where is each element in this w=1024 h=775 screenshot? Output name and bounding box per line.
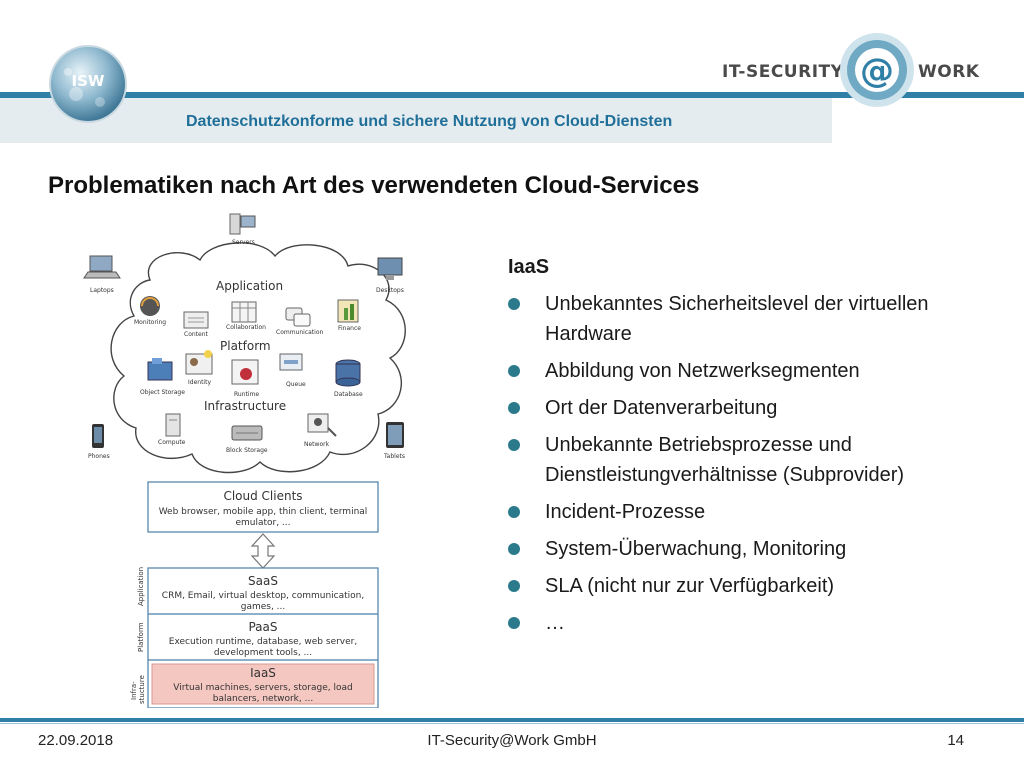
svg-text:Content: Content [184, 331, 209, 338]
svg-text:balancers, network, ...: balancers, network, ... [213, 694, 313, 704]
header-subtitle-bar [0, 98, 832, 143]
identity-icon [185, 350, 213, 375]
svg-text:CRM, Email, virtual desktop, c: CRM, Email, virtual desktop, communicati… [162, 591, 364, 601]
footer-divider [0, 723, 1024, 724]
bullet-list: Unbekanntes Sicherheitslevel der virtuel… [508, 289, 1008, 645]
logo-text-right: WORK [918, 62, 980, 82]
svg-text:emulator, ...: emulator, ... [235, 518, 290, 528]
bullet-item: System-Überwachung, Monitoring [508, 534, 1008, 564]
svg-text:Communication: Communication [276, 329, 323, 336]
bullet-item: SLA (nicht nur zur Verfügbarkeit) [508, 571, 1008, 601]
svg-text:Collaboration: Collaboration [226, 324, 266, 331]
cloud-computing-diagram: Application Platform Infrastructure Serv… [83, 213, 406, 708]
bullet-dot-icon [508, 617, 520, 629]
desktop-icon [377, 257, 403, 280]
side-label-infra-1: Infra- [130, 681, 138, 700]
svg-text:Finance: Finance [338, 325, 361, 332]
header-subtitle: Datenschutzkonforme und sichere Nutzung … [186, 113, 673, 130]
content-icon [183, 311, 209, 329]
footer-company: IT-Security@Work GmbH [427, 732, 597, 749]
cloud-clients-box: Cloud Clients Web browser, mobile app, t… [147, 481, 379, 533]
svg-text:Runtime: Runtime [234, 391, 259, 398]
side-label-platform: Platform [137, 622, 145, 652]
runtime-icon [231, 359, 259, 385]
side-label-infra-2: stucture [138, 675, 146, 704]
label-infrastructure: Infrastructure [204, 399, 286, 413]
tablet-icon [386, 422, 404, 448]
svg-text:Desktops: Desktops [376, 287, 404, 294]
svg-text:Laptops: Laptops [90, 287, 114, 294]
bullet-dot-icon [508, 506, 520, 518]
bullets-heading: IaaS [508, 256, 550, 278]
svg-text:Execution runtime, database, w: Execution runtime, database, web server, [169, 637, 357, 647]
header-band [0, 92, 1024, 98]
svg-text:@: @ [860, 51, 894, 91]
database-icon [335, 359, 361, 387]
slide-title: Problematiken nach Art des verwendeten C… [48, 172, 700, 199]
bullet-dot-icon [508, 402, 520, 414]
it-security-at-work-logo: IT-SECURITY @ WORK [720, 30, 980, 112]
footer-page-number: 14 [947, 732, 964, 749]
paas-title: PaaS [248, 620, 277, 634]
iaas-title: IaaS [250, 666, 276, 680]
bullet-item: Ort der Datenverarbeitung [508, 393, 1008, 423]
saas-title: SaaS [248, 574, 278, 588]
svg-text:Virtual machines, servers, sto: Virtual machines, servers, storage, load [173, 683, 352, 693]
block-storage-icon [231, 425, 263, 441]
svg-text:Block Storage: Block Storage [226, 447, 268, 454]
label-application: Application [216, 279, 283, 293]
servers-icon [229, 213, 256, 235]
bullet-item: Unbekanntes Sicherheitslevel der virtuel… [508, 289, 1008, 349]
svg-text:Identity: Identity [188, 379, 211, 386]
svg-text:Network: Network [304, 441, 330, 448]
svg-text:development tools, ...: development tools, ... [214, 648, 312, 658]
bullet-dot-icon [508, 439, 520, 451]
svg-text:Web browser, mobile app, thin: Web browser, mobile app, thin client, te… [159, 507, 368, 517]
isw-logo: ISW [49, 45, 127, 123]
bullet-item: Unbekannte Betriebsprozesse und Dienstle… [508, 430, 1008, 490]
svg-text:Tablets: Tablets [383, 453, 405, 460]
svg-text:Monitoring: Monitoring [134, 319, 166, 326]
side-label-application: Application [137, 567, 145, 606]
at-sign-icon: @ [840, 33, 914, 107]
compute-icon [165, 413, 181, 437]
svg-text:games, ...: games, ... [241, 602, 286, 612]
svg-text:Object Storage: Object Storage [140, 389, 185, 396]
cloud-shape [110, 242, 406, 474]
footer-band [0, 718, 1024, 722]
bullet-dot-icon [508, 543, 520, 555]
service-stack: SaaS CRM, Email, virtual desktop, commun… [147, 567, 379, 708]
cloud-clients-title: Cloud Clients [223, 489, 302, 503]
laptop-icon [83, 255, 121, 279]
bullet-dot-icon [508, 580, 520, 592]
bullet-item: Abbildung von Netzwerksegmenten [508, 356, 1008, 386]
svg-text:Queue: Queue [286, 381, 306, 388]
queue-icon [279, 353, 303, 371]
bullet-item: … [508, 608, 1008, 638]
label-platform: Platform [220, 339, 271, 353]
svg-text:Database: Database [334, 391, 363, 398]
svg-text:Servers: Servers [232, 239, 255, 246]
bullet-item: Incident-Prozesse [508, 497, 1008, 527]
svg-text:Phones: Phones [88, 453, 110, 460]
bullet-dot-icon [508, 298, 520, 310]
collaboration-icon [231, 301, 257, 323]
footer-date: 22.09.2018 [38, 732, 114, 749]
finance-icon [337, 299, 359, 323]
svg-text:ISW: ISW [72, 72, 105, 90]
double-arrow-icon [250, 533, 276, 569]
object-storage-icon [147, 358, 173, 381]
network-icon [307, 413, 337, 437]
bullet-dot-icon [508, 365, 520, 377]
phone-icon [92, 424, 104, 448]
logo-text-left: IT-SECURITY [722, 62, 844, 82]
communication-icon [285, 307, 311, 327]
monitoring-icon [140, 296, 160, 316]
svg-text:Compute: Compute [158, 439, 186, 446]
